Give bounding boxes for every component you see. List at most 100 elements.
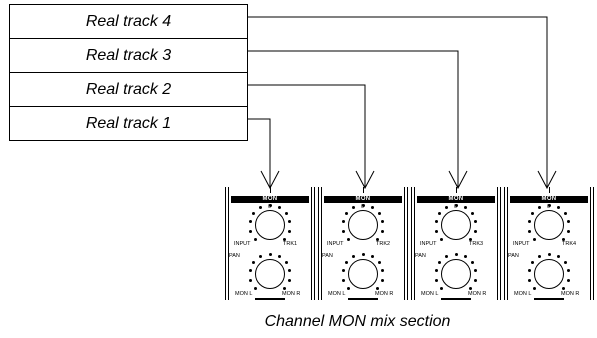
knob-scale-dot [288, 269, 292, 273]
knob-scale-dot [259, 254, 263, 258]
knob-scale-dot [342, 278, 346, 282]
diagram-caption: Channel MON mix section [264, 313, 451, 330]
knob-scale-dot [277, 205, 281, 209]
trk-label: TRK1 [283, 241, 298, 247]
mon-header: MON [324, 196, 402, 203]
zero-mark: 0 [454, 204, 458, 210]
knob-scale-dot [375, 237, 379, 241]
knob-scale-dot [248, 220, 252, 224]
mon-l-label: MON L [514, 291, 532, 297]
knob-scale-dot [380, 278, 384, 282]
strip-edge [500, 187, 501, 300]
top-tick [456, 187, 457, 193]
knob-scale-dot [252, 260, 256, 264]
knob-scale-dot [381, 220, 385, 224]
strip-edge [504, 187, 505, 300]
pan-label: PAN [322, 253, 333, 259]
real-track-2-label: Real track 2 [85, 80, 172, 98]
knob-scale-dot [567, 269, 571, 273]
knob-scale-dot [375, 286, 379, 290]
knob-scale-dot [556, 205, 560, 209]
strip-bottom-bar [255, 298, 285, 300]
knob-scale-dot [347, 286, 351, 290]
knob-scale-dot [463, 254, 467, 258]
knob-scale-dot [277, 254, 281, 258]
strip-bottom-bar [441, 298, 471, 300]
mon-header: MON [510, 196, 588, 203]
knob-scale-dot [566, 278, 570, 282]
knob-scale-dot [345, 260, 349, 264]
knob-scale-dot [287, 278, 291, 282]
real-track-2-row: Real track 2 [10, 73, 247, 107]
mon-level-knob[interactable] [441, 210, 471, 240]
knob-scale-dot [268, 252, 272, 256]
knob-scale-dot [341, 220, 345, 224]
knob-scale-dot [454, 203, 458, 207]
strip-edge [507, 187, 508, 300]
knob-scale-dot [435, 229, 439, 233]
top-tick [363, 187, 364, 193]
strip-edge [593, 187, 594, 300]
knob-scale-dot [547, 252, 551, 256]
mon-r-label: MON R [561, 291, 580, 297]
mon-l-label: MON L [328, 291, 346, 297]
knob-scale-dot [528, 278, 532, 282]
knob-scale-dot [345, 211, 349, 215]
knob-scale-dot [454, 252, 458, 256]
mon-header: MON [231, 196, 309, 203]
knob-scale-dot [377, 260, 381, 264]
pan-knob[interactable] [534, 259, 564, 289]
knob-scale-dot [361, 203, 365, 207]
knob-scale-dot [435, 278, 439, 282]
knob-scale-dot [474, 220, 478, 224]
strip-edge [497, 187, 498, 300]
real-track-3-label: Real track 3 [85, 46, 172, 64]
pan-knob[interactable] [348, 259, 378, 289]
real-track-4-row: Real track 4 [10, 5, 247, 39]
knob-scale-dot [380, 229, 384, 233]
strip-edge [407, 187, 408, 300]
knob-scale-dot [268, 203, 272, 207]
knob-scale-dot [561, 237, 565, 241]
input-label: INPUT [327, 241, 344, 247]
knob-scale-dot [282, 237, 286, 241]
zero-mark: 0 [268, 204, 272, 210]
knob-scale-dot [434, 269, 438, 273]
real-track-1-label: Real track 1 [85, 115, 172, 132]
strip-edge [590, 187, 591, 300]
pan-label: PAN [508, 253, 519, 259]
arrowhead-4 [537, 170, 557, 190]
knob-scale-dot [556, 254, 560, 258]
knob-scale-dot [445, 254, 449, 258]
zero-mark: 0 [361, 204, 365, 210]
route-track-3 [248, 50, 459, 188]
knob-scale-dot [254, 286, 258, 290]
knob-scale-dot [440, 286, 444, 290]
knob-scale-dot [470, 211, 474, 215]
mon-level-knob[interactable] [255, 210, 285, 240]
mon-level-knob[interactable] [534, 210, 564, 240]
knob-scale-dot [284, 260, 288, 264]
mon-l-label: MON L [421, 291, 439, 297]
strip-edge [314, 187, 315, 300]
knob-scale-dot [284, 211, 288, 215]
knob-scale-dot [474, 269, 478, 273]
knob-scale-dot [547, 203, 551, 207]
strip-edge [411, 187, 412, 300]
knob-scale-dot [440, 237, 444, 241]
pan-knob[interactable] [255, 259, 285, 289]
pan-knob[interactable] [441, 259, 471, 289]
knob-scale-dot [249, 229, 253, 233]
input-label: INPUT [513, 241, 530, 247]
knob-scale-dot [533, 286, 537, 290]
mon-r-label: MON R [282, 291, 301, 297]
knob-scale-dot [370, 254, 374, 258]
knob-scale-dot [342, 229, 346, 233]
knob-scale-dot [445, 205, 449, 209]
knob-scale-dot [538, 254, 542, 258]
mon-level-knob[interactable] [348, 210, 378, 240]
knob-scale-dot [438, 211, 442, 215]
knob-scale-dot [561, 286, 565, 290]
strip-edge [404, 187, 405, 300]
